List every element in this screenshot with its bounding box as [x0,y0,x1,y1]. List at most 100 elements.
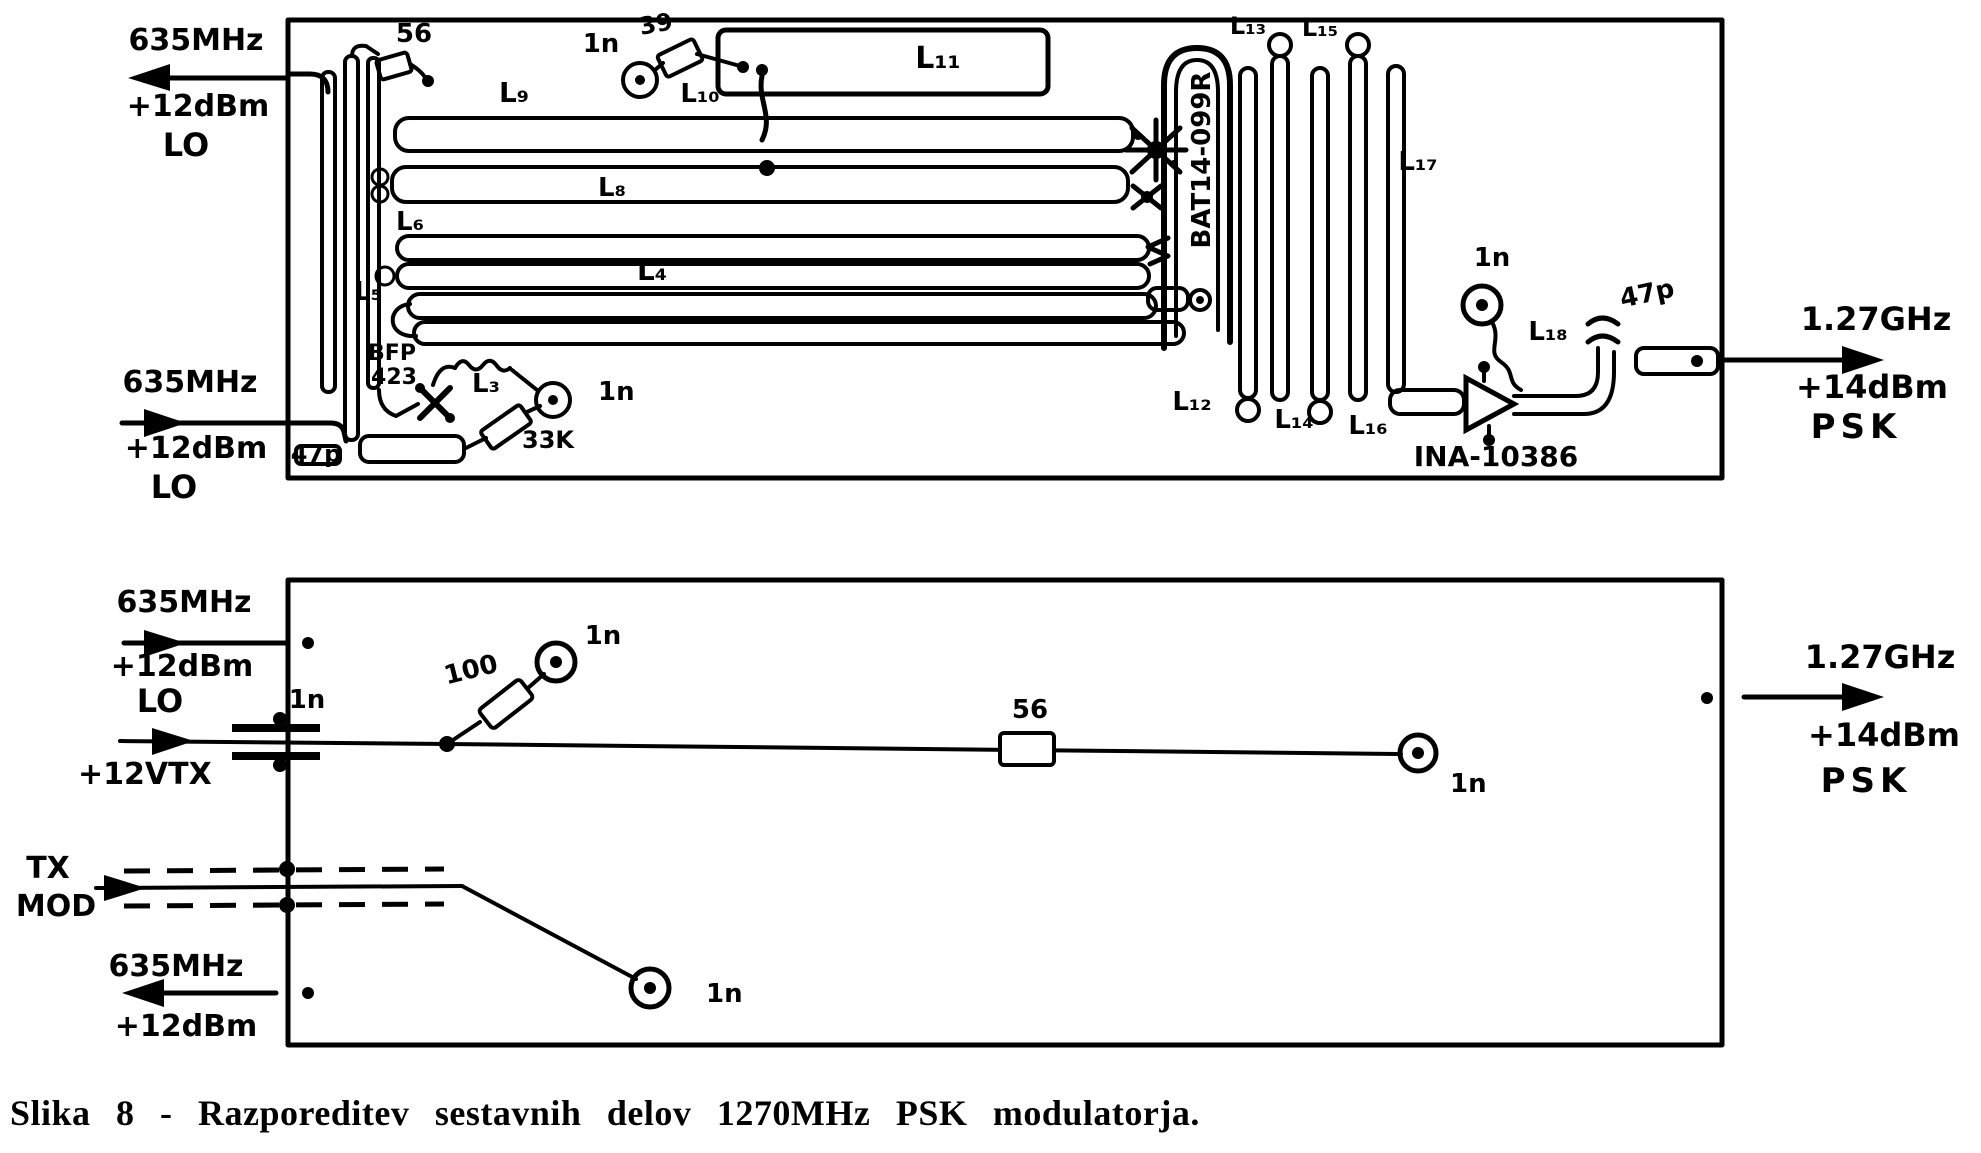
l11-patch [715,27,1051,97]
label-bfp-line1: BFP [368,341,416,366]
label-r39: 39 [637,7,675,40]
lo-out-name: LO [163,126,209,164]
label-l17: L₁₇ [1398,147,1437,177]
lo-in2-name: LO [137,682,183,720]
arrow-right-icon [1842,346,1884,374]
supply-line [118,640,1439,774]
lo-out2-power: +12dBm [115,1009,258,1044]
label-mod: MOD [16,889,96,924]
label-l5: L₅ [354,277,382,307]
psk-out-freq: 1.27GHz [1801,300,1952,338]
lo-out-freq: 635MHz [128,23,263,58]
capacitor-1n-amp-symbol [1460,283,1504,327]
label-r56-bottom: 56 [1012,695,1048,725]
psk-out2-power: +14dBm [1808,716,1960,754]
mixer-transistor-area [287,358,572,466]
resistor-39-symbol [655,37,749,79]
label-l16: L₁₆ [1348,411,1387,441]
interdigital-filter [1146,32,1406,425]
label-ina-10386: INA-10386 [1414,440,1579,473]
psk-out2-freq: 1.27GHz [1805,638,1956,676]
ina-amplifier-symbol [1463,373,1520,435]
via-dot [302,637,314,649]
via-dot [1701,692,1713,704]
label-r56-top: 56 [396,19,432,49]
label-l13: L₁₃ [1230,12,1266,40]
via-dot [302,987,314,999]
label-r100: 100 [441,649,501,691]
bottom-board-outline [285,577,1725,1048]
capacitor-47p-out-symbol [1585,333,1621,345]
bottom-board: 1n 100 1n 56 1n 1n [94,577,1725,1048]
label-tx: TX [26,851,70,886]
label-c47p-in: 47p [291,440,342,468]
capacitor-1n-symbol [1397,732,1439,774]
lo-in-power: +12dBm [125,431,268,466]
label-c1n-r100: 1n [585,621,622,651]
label-l10: L₁₀ [680,79,719,109]
label-l4: L₄ [637,254,667,287]
junction-dot [279,897,295,913]
bottom-lo-output: 635MHz +12dBm [108,949,279,1044]
bat14-diode-symbol [1123,117,1189,267]
label-c1n-top: 1n [583,29,620,59]
txmod-lines [94,861,672,1010]
resistor-56-symbol [998,731,1056,767]
label-12vtx: +12VTX [78,757,212,792]
label-l18: L₁₈ [1528,317,1567,347]
junction-dot [279,861,295,877]
microstrip-lines [370,116,1186,346]
output-amplifier-chain [1388,283,1720,446]
figure-caption: Slika 8 - Razporeditev sestavnih delov 1… [10,1093,1200,1133]
label-bfp-line2: 423 [371,365,417,390]
top-psk-output: 1.27GHz +14dBm PSK [1719,300,1952,447]
label-c1n-ft: 1n [289,685,326,715]
lo-in2-power: +12dBm [111,649,254,684]
feedthrough-cap-plate [232,752,320,760]
label-l3: L₃ [472,369,500,399]
input-coupler-strips [287,43,381,442]
bottom-psk-output: 1.27GHz +14dBm PSK [1741,638,1960,801]
arrow-right-icon [152,728,194,755]
arrow-left-icon [128,64,170,91]
top-board-outline [285,17,1725,481]
psk-out-name: PSK [1811,407,1902,447]
label-c1n-mixer: 1n [598,377,635,407]
capacitor-1n-mixer-symbol [534,381,572,419]
psk-out2-name: PSK [1821,761,1912,801]
label-r33k: 33K [522,426,575,454]
txmod-label: TX MOD [16,851,96,924]
label-c1n-line: 1n [1450,769,1487,799]
label-c47p-out: 47p [1617,274,1677,315]
lo-in2-freq: 635MHz [116,585,251,620]
label-c1n-amp: 1n [1474,243,1511,273]
capacitor-1n-symbol [534,640,578,684]
lo-in-name: LO [151,468,197,506]
arrow-right-icon [1842,683,1884,711]
label-l8: L₈ [598,173,626,203]
l3-inductor-squiggle [453,358,512,373]
top-board: 56 1n 39 L₁₀ L₁₁ [285,7,1725,481]
label-l14: L₁₄ [1274,405,1313,435]
feedthrough-cap-plate [232,724,320,732]
label-c1n-mod: 1n [706,979,743,1009]
label-l9: L₉ [499,76,529,109]
lo-out-power: +12dBm [127,89,270,124]
capacitor-1n-symbol [628,966,672,1010]
top-lo-input: 635MHz +12dBm LO [119,365,293,506]
label-l6: L₆ [396,207,424,237]
psk-out-power: +14dBm [1796,368,1948,406]
lo-in-freq: 635MHz [122,365,257,400]
resistor-56-symbol [374,50,434,87]
resistor-100-symbol [477,678,535,730]
top-lo-output: 635MHz +12dBm LO [127,23,291,164]
l18-inductor-squiggle [1490,320,1523,392]
label-l11: L₁₁ [915,41,960,76]
bottom-lo-input: 635MHz +12dBm LO [111,585,291,720]
label-l12: L₁₂ [1172,387,1211,417]
label-l15: L₁₅ [1302,14,1338,42]
capacitor-1n-top-symbol [621,61,665,99]
arrow-left-icon [122,979,164,1007]
